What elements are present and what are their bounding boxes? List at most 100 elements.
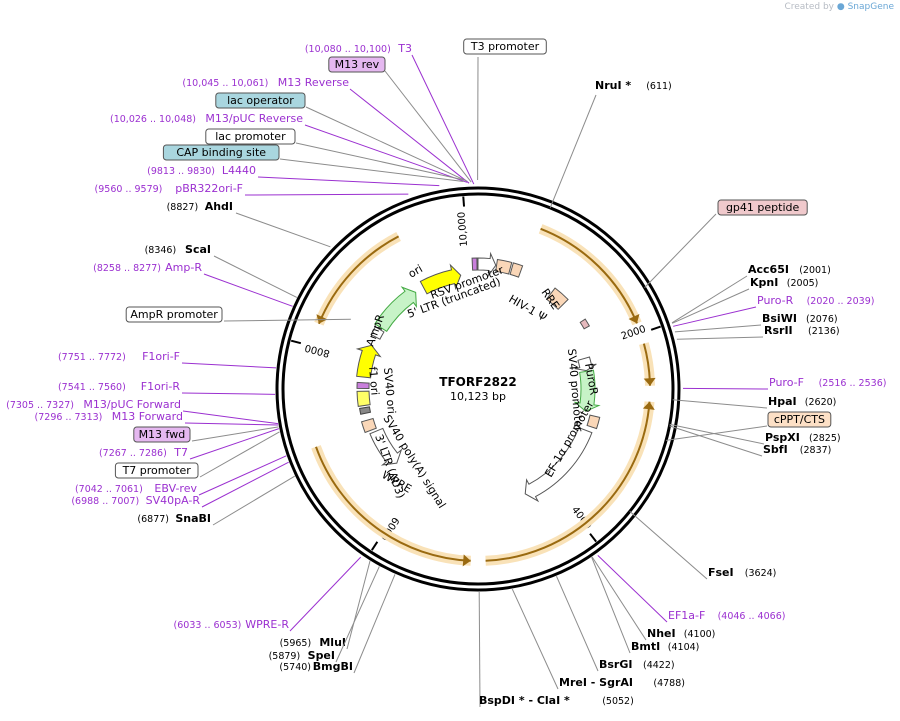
feature-label: SV40 ori	[381, 367, 398, 414]
annotation-leader	[644, 213, 717, 288]
feature-ef1a-promoter	[524, 426, 593, 503]
primer-label: T7(7267 .. 7286)	[99, 446, 188, 459]
annotation-leader	[671, 288, 750, 324]
site-position: (2837)	[800, 445, 832, 456]
site-label: MreI - SgrAI(4788)	[559, 676, 685, 689]
primer-name: F1ori-R	[141, 380, 181, 393]
site-position: (5965)	[280, 638, 312, 649]
annotation-box	[463, 38, 547, 55]
annotation-box	[114, 462, 199, 479]
feature-sv40-polya	[359, 406, 372, 415]
site-position: (4100)	[684, 629, 716, 640]
site-label: BspDI * - ClaI *(5052)	[479, 694, 634, 707]
annotation-leader	[673, 306, 757, 327]
annotation-leader	[289, 556, 362, 632]
primer-name: M13 Forward	[112, 410, 183, 423]
primer-label: SV40pA-R(6988 .. 7007)	[71, 494, 200, 507]
annotation-leader	[198, 455, 287, 496]
site-position: (4788)	[653, 678, 685, 689]
annotation-leader	[346, 560, 371, 650]
backbone-outer-strand	[275, 186, 681, 592]
site-name: ScaI	[185, 243, 211, 256]
site-name: BmtI	[631, 640, 660, 653]
annotation-name: AmpR promoter	[130, 308, 218, 321]
annotation-leader	[676, 336, 764, 340]
primer-range: (4046 .. 4066)	[718, 611, 786, 622]
orf-arc	[315, 446, 471, 562]
primer-name: Puro-F	[769, 376, 804, 389]
primer-name: EBV-rev	[154, 482, 197, 495]
primer-name: M13/pUC Forward	[83, 398, 181, 411]
annotation-leader	[181, 392, 276, 395]
primer-range: (6033 .. 6053)	[174, 620, 242, 631]
orf-arc	[485, 401, 651, 562]
site-label: BsrGI(4422)	[599, 658, 675, 671]
annotation-name: T3 promoter	[470, 40, 540, 53]
primer-label: Amp-R(8258 .. 8277)	[93, 261, 202, 274]
primer-name: F1ori-F	[142, 350, 180, 363]
feature-label: f1 ori	[366, 366, 381, 396]
orf-arc	[317, 235, 400, 325]
site-label: HpaI(2620)	[768, 395, 836, 408]
feature-sv40-ori	[356, 390, 371, 407]
site-label: SnaBI(6877)	[137, 512, 211, 525]
annotation-leader	[669, 425, 763, 457]
annotation-leader	[257, 176, 440, 187]
site-label: RsrII(2136)	[764, 324, 840, 337]
site-position: (2825)	[809, 433, 841, 444]
feature-puror	[573, 369, 601, 412]
site-position: (2001)	[799, 265, 831, 276]
tick-label: 8000	[304, 342, 331, 359]
primer-label: T3(10,080 .. 10,100)	[305, 42, 412, 55]
annotation-name: M13 fwd	[139, 428, 186, 441]
plasmid-size: 10,123 bp	[450, 390, 506, 403]
site-position: (8827)	[167, 202, 199, 213]
features	[355, 251, 601, 503]
annotation-leader	[304, 124, 468, 183]
annotation-leader	[203, 273, 293, 307]
snapgene-credit: Created by ● SnapGene	[784, 2, 894, 12]
annotation-leader	[279, 158, 464, 183]
annotation-leader	[384, 70, 472, 183]
annotation-leader	[629, 511, 708, 580]
primer-name: WPRE-R	[245, 618, 289, 631]
site-name: AhdI	[205, 200, 233, 213]
feature-hiv-psi	[509, 262, 524, 278]
annotation-leader	[213, 255, 298, 298]
backbone-tick	[290, 339, 302, 345]
orf-arrowhead	[643, 377, 656, 386]
annotation-box	[328, 56, 386, 73]
backbone-inner-strand	[281, 192, 675, 586]
annotation-leader	[182, 410, 279, 425]
site-name: MluI	[319, 636, 346, 649]
site-name: Acc65I	[748, 263, 789, 276]
feature-rsv-promoter	[477, 251, 497, 278]
primer-label: WPRE-R(6033 .. 6053)	[174, 618, 290, 631]
primer-label: M13 Forward(7296 .. 7313)	[35, 410, 183, 423]
annotation-box	[717, 199, 808, 216]
primer-label: F1ori-R(7541 .. 7560)	[58, 380, 180, 393]
primer-range: (9813 .. 9830)	[147, 166, 215, 177]
feature-cppt	[586, 414, 601, 430]
annotation-leader	[184, 422, 279, 426]
annotation-name: gp41 peptide	[726, 201, 800, 214]
orf-arrowhead	[628, 313, 640, 324]
annotation-leader	[235, 212, 331, 248]
primer-label: M13 Reverse(10,045 .. 10,061)	[182, 76, 349, 89]
feature-sv40-promoter	[574, 356, 597, 372]
annotation-leader	[349, 88, 470, 184]
orf-arrowhead	[316, 314, 328, 324]
primer-range: (10,045 .. 10,061)	[182, 78, 268, 89]
annotation-leader	[244, 193, 409, 196]
feature-gp41	[579, 318, 591, 330]
annotation-leader	[591, 557, 631, 654]
feature-3ltr	[360, 417, 377, 434]
site-label: SpeI(5879)	[269, 649, 335, 662]
site-label: BmtI(4104)	[631, 640, 699, 653]
primer-range: (7751 .. 7772)	[58, 352, 126, 363]
annotation-leader	[597, 554, 668, 623]
feature-rre	[545, 287, 569, 311]
orf-arrowhead	[462, 554, 471, 567]
backbone-tick	[370, 541, 379, 551]
